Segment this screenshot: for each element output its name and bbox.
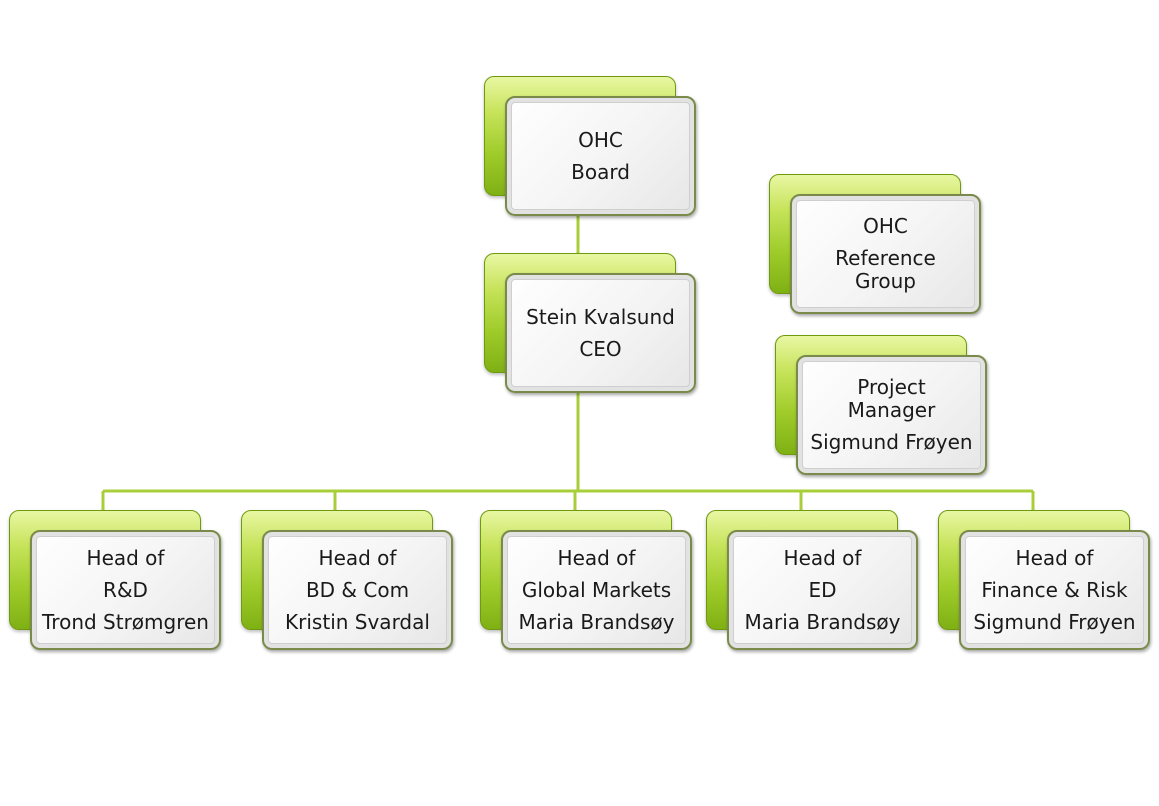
node-global-markets-line-2: Global Markets bbox=[521, 578, 672, 602]
node-rd-line-1: Head of bbox=[86, 546, 165, 570]
node-ceo-line-1: Stein Kvalsund bbox=[526, 305, 675, 329]
node-finance-risk-line-3: Sigmund Frøyen bbox=[973, 610, 1136, 634]
node-board-line-1: OHC bbox=[578, 128, 623, 152]
node-reference-group-line-2: Reference bbox=[835, 246, 936, 270]
node-project-manager-line-3: Sigmund Frøyen bbox=[810, 430, 973, 454]
node-rd-line-2: R&D bbox=[103, 578, 148, 602]
node-ceo-line-2: CEO bbox=[579, 337, 622, 361]
node-reference-group-line-3: Group bbox=[855, 269, 916, 293]
node-ed-line-2: ED bbox=[808, 578, 837, 602]
node-bd-com-line-3: Kristin Svardal bbox=[285, 610, 430, 634]
node-global-markets-line-1: Head of bbox=[557, 546, 636, 570]
node-reference-group-line-1: OHC bbox=[863, 214, 908, 238]
node-project-manager-line-2: Manager bbox=[847, 398, 936, 422]
node-rd-line-3: Trond Strømgren bbox=[42, 610, 209, 634]
node-finance-risk-line-1: Head of bbox=[1015, 546, 1094, 570]
node-finance-risk-line-2: Finance & Risk bbox=[981, 578, 1128, 602]
node-ed-line-3: Maria Brandsøy bbox=[744, 610, 901, 634]
node-bd-com-line-1: Head of bbox=[318, 546, 397, 570]
node-global-markets-line-3: Maria Brandsøy bbox=[518, 610, 675, 634]
node-board-line-2: Board bbox=[571, 160, 630, 184]
node-ed-line-1: Head of bbox=[783, 546, 862, 570]
node-project-manager-line-1: Project bbox=[857, 375, 926, 399]
node-bd-com-line-2: BD & Com bbox=[305, 578, 410, 602]
